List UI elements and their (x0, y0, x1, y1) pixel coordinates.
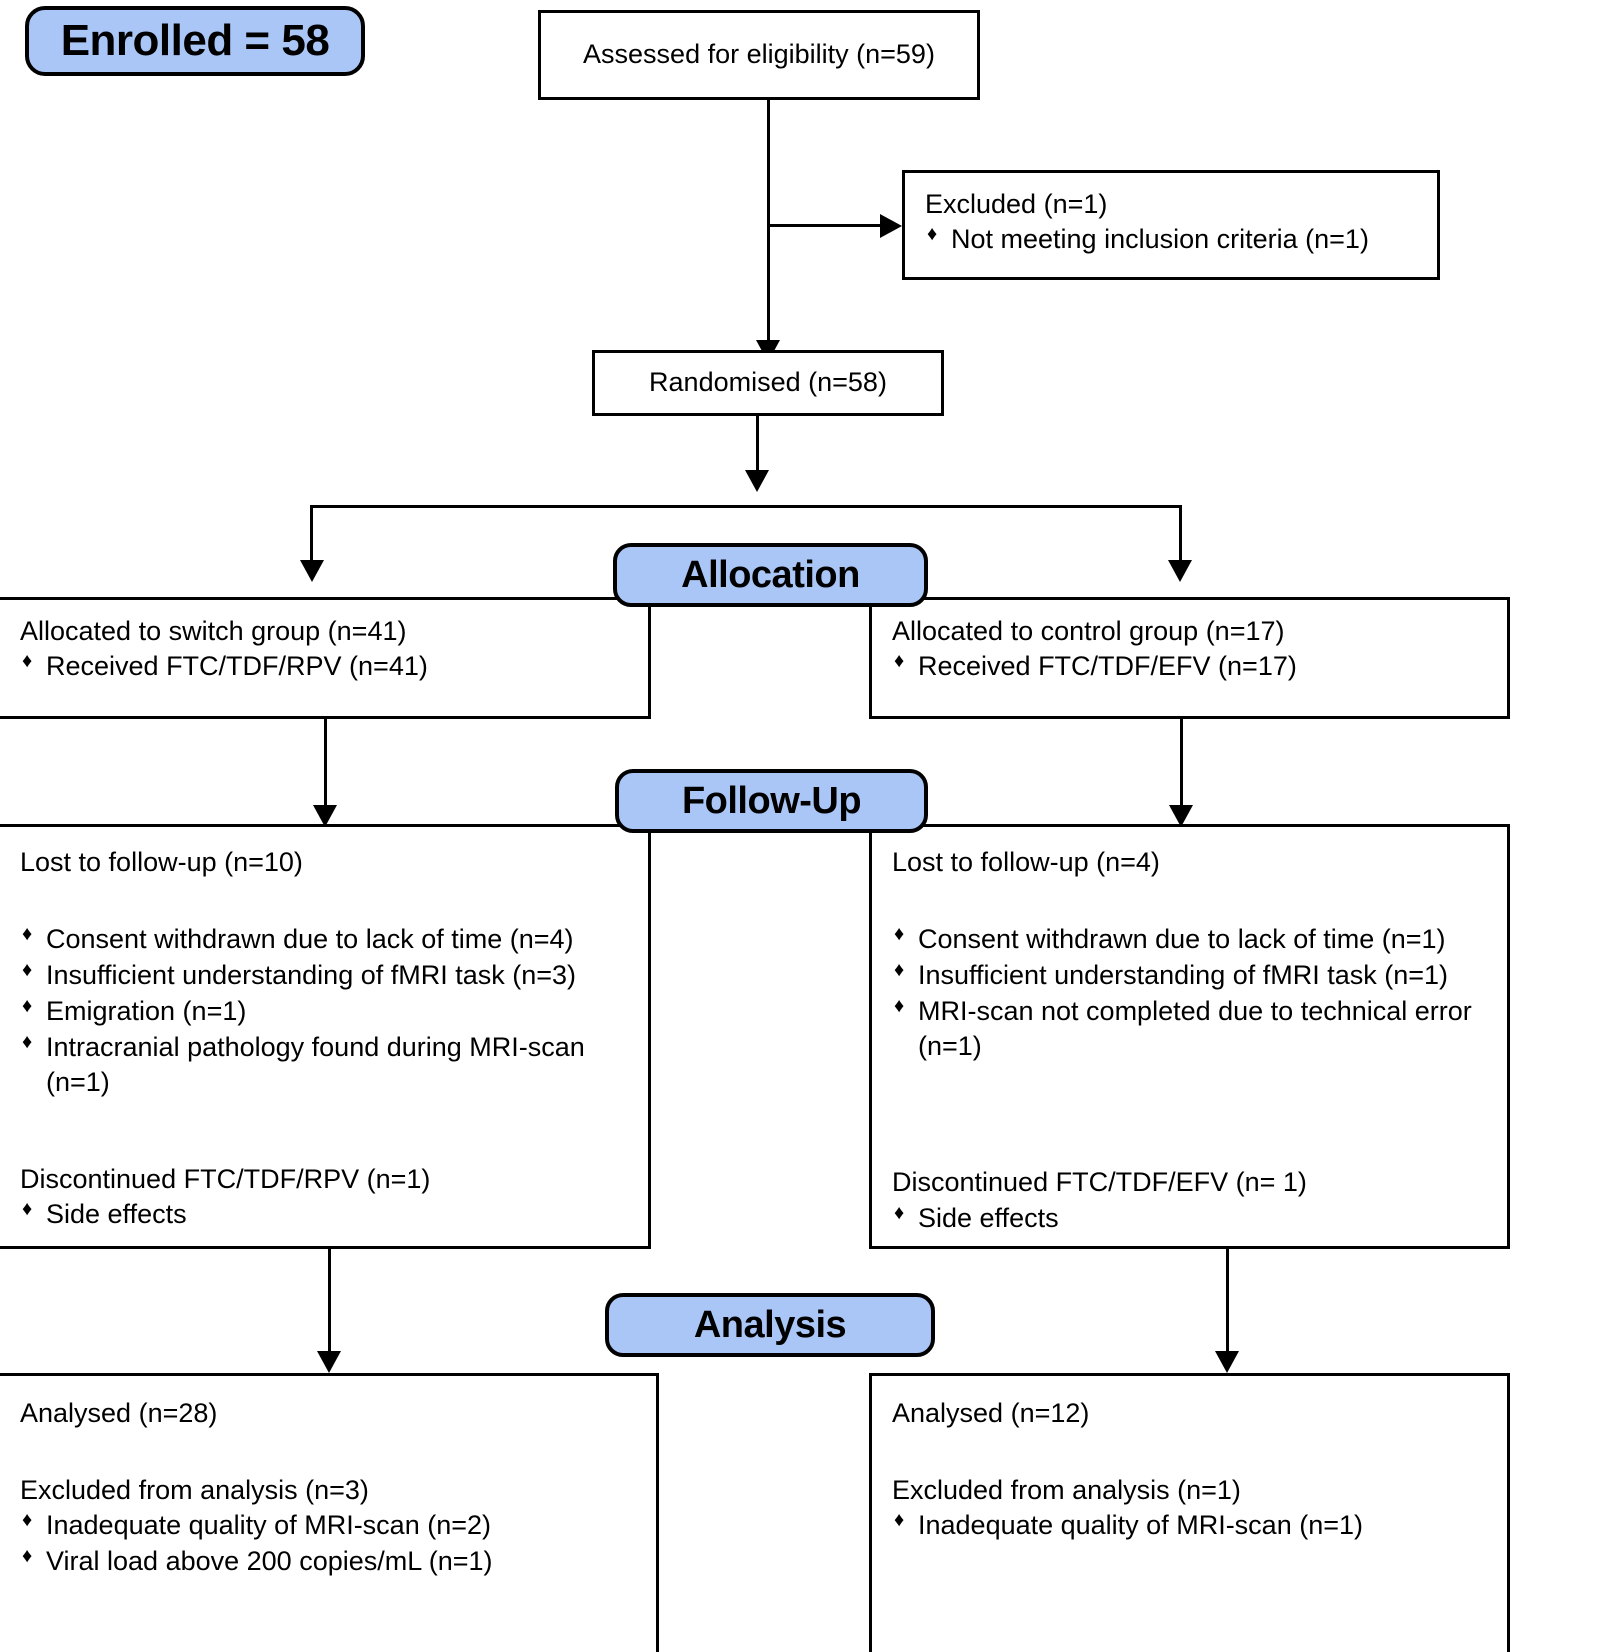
spacer (892, 880, 1489, 922)
discontinued-switch-list: Side effects (20, 1196, 630, 1232)
connector-switch-to-analysis (328, 1249, 331, 1367)
arrow-to-allocated-control (1168, 560, 1192, 582)
randomised-label: Randomised (n=58) (649, 367, 887, 398)
lost-followup-switch-box: Lost to follow-up (n=10) Consent withdra… (0, 824, 651, 1249)
excluded-analysis-control-item: Inadequate quality of MRI-scan (n=1) (892, 1507, 1489, 1543)
enrolled-badge-label: Enrolled = 58 (60, 16, 330, 65)
excluded-analysis-switch-item: Inadequate quality of MRI-scan (n=2) (20, 1507, 638, 1543)
excluded-analysis-control-header: Excluded from analysis (n=1) (892, 1475, 1241, 1506)
excluded-analysis-switch-item: Viral load above 200 copies/mL (n=1) (20, 1543, 638, 1579)
analysed-control-header: Analysed (n=12) (892, 1398, 1090, 1428)
excluded-reason-item: Not meeting inclusion criteria (n=1) (925, 221, 1419, 257)
discontinued-control-item: Side effects (892, 1200, 1489, 1236)
stage-label-follow-up-text: Follow-Up (681, 779, 862, 822)
lost-followup-switch-item: Emigration (n=1) (20, 993, 630, 1029)
arrow-randomised-split (745, 470, 769, 492)
spine-randomised-down (756, 416, 759, 486)
excluded-analysis-switch-list: Inadequate quality of MRI-scan (n=2) Vir… (20, 1507, 638, 1579)
spacer (892, 1065, 1489, 1165)
spacer (20, 1431, 638, 1473)
connector-control-to-analysis (1226, 1249, 1229, 1367)
analysed-switch-header: Analysed (n=28) (20, 1398, 218, 1428)
lost-followup-switch-list: Consent withdrawn due to lack of time (n… (20, 921, 630, 1100)
spacer (892, 1431, 1489, 1473)
connector-to-excluded (767, 224, 883, 227)
spacer (20, 880, 630, 922)
stage-label-follow-up: Follow-Up (615, 769, 928, 833)
excluded-box: Excluded (n=1) Not meeting inclusion cri… (902, 170, 1440, 280)
allocated-control-header: Allocated to control group (n=17) (892, 616, 1285, 646)
allocated-control-box: Allocated to control group (n=17) Receiv… (869, 597, 1510, 719)
lost-followup-control-list: Consent withdrawn due to lack of time (n… (892, 921, 1489, 1064)
stage-label-analysis: Analysis (605, 1293, 935, 1357)
lost-followup-control-item: Insufficient understanding of fMRI task … (892, 957, 1489, 993)
lost-followup-control-header: Lost to follow-up (n=4) (892, 847, 1160, 877)
enrolled-badge: Enrolled = 58 (25, 6, 365, 76)
allocated-switch-item: Received FTC/TDF/RPV (n=41) (20, 648, 630, 684)
lost-followup-switch-item: Intracranial pathology found during MRI-… (20, 1029, 630, 1100)
lost-followup-control-box: Lost to follow-up (n=4) Consent withdraw… (869, 824, 1510, 1249)
assessed-for-eligibility-box: Assessed for eligibility (n=59) (538, 10, 980, 100)
discontinued-switch-header: Discontinued FTC/TDF/RPV (n=1) (20, 1163, 431, 1194)
branch-right-down (1179, 505, 1182, 567)
spacer (20, 1102, 630, 1162)
allocated-switch-box: Allocated to switch group (n=41) Receive… (0, 597, 651, 719)
arrow-switch-to-analysis (317, 1351, 341, 1373)
randomised-box: Randomised (n=58) (592, 350, 944, 416)
connector-control-to-followup (1180, 719, 1183, 811)
excluded-analysis-switch-header: Excluded from analysis (n=3) (20, 1475, 369, 1506)
discontinued-switch-item: Side effects (20, 1196, 630, 1232)
arrow-switch-to-followup (313, 805, 337, 827)
arrow-to-allocated-switch (300, 560, 324, 582)
lost-followup-control-item: Consent withdrawn due to lack of time (n… (892, 921, 1489, 957)
allocated-switch-header: Allocated to switch group (n=41) (20, 616, 407, 646)
stage-label-allocation-text: Allocation (681, 553, 860, 596)
lost-followup-control-item: MRI-scan not completed due to technical … (892, 993, 1489, 1064)
arrow-to-excluded (880, 214, 902, 238)
allocated-control-list: Received FTC/TDF/EFV (n=17) (892, 648, 1489, 684)
discontinued-control-header: Discontinued FTC/TDF/EFV (n= 1) (892, 1167, 1307, 1198)
branch-left-down (310, 505, 313, 567)
analysed-switch-box: Analysed (n=28) Excluded from analysis (… (0, 1373, 659, 1652)
analysed-control-box: Analysed (n=12) Excluded from analysis (… (869, 1373, 1510, 1652)
spine-assessed-to-randomised (767, 100, 770, 362)
connector-switch-to-followup (324, 719, 327, 811)
stage-label-allocation: Allocation (613, 543, 928, 607)
allocated-control-item: Received FTC/TDF/EFV (n=17) (892, 648, 1489, 684)
lost-followup-switch-header: Lost to follow-up (n=10) (20, 847, 303, 877)
excluded-reason-list: Not meeting inclusion criteria (n=1) (925, 221, 1419, 257)
arrow-control-to-followup (1169, 805, 1193, 827)
split-bar-allocation (310, 505, 1182, 508)
arrow-control-to-analysis (1215, 1351, 1239, 1373)
excluded-analysis-control-list: Inadequate quality of MRI-scan (n=1) (892, 1507, 1489, 1543)
lost-followup-switch-item: Insufficient understanding of fMRI task … (20, 957, 630, 993)
stage-label-analysis-text: Analysis (693, 1303, 847, 1346)
assessed-for-eligibility-label: Assessed for eligibility (n=59) (583, 39, 935, 70)
excluded-header: Excluded (n=1) (925, 189, 1108, 219)
allocated-switch-list: Received FTC/TDF/RPV (n=41) (20, 648, 630, 684)
discontinued-control-list: Side effects (892, 1200, 1489, 1236)
lost-followup-switch-item: Consent withdrawn due to lack of time (n… (20, 921, 630, 957)
